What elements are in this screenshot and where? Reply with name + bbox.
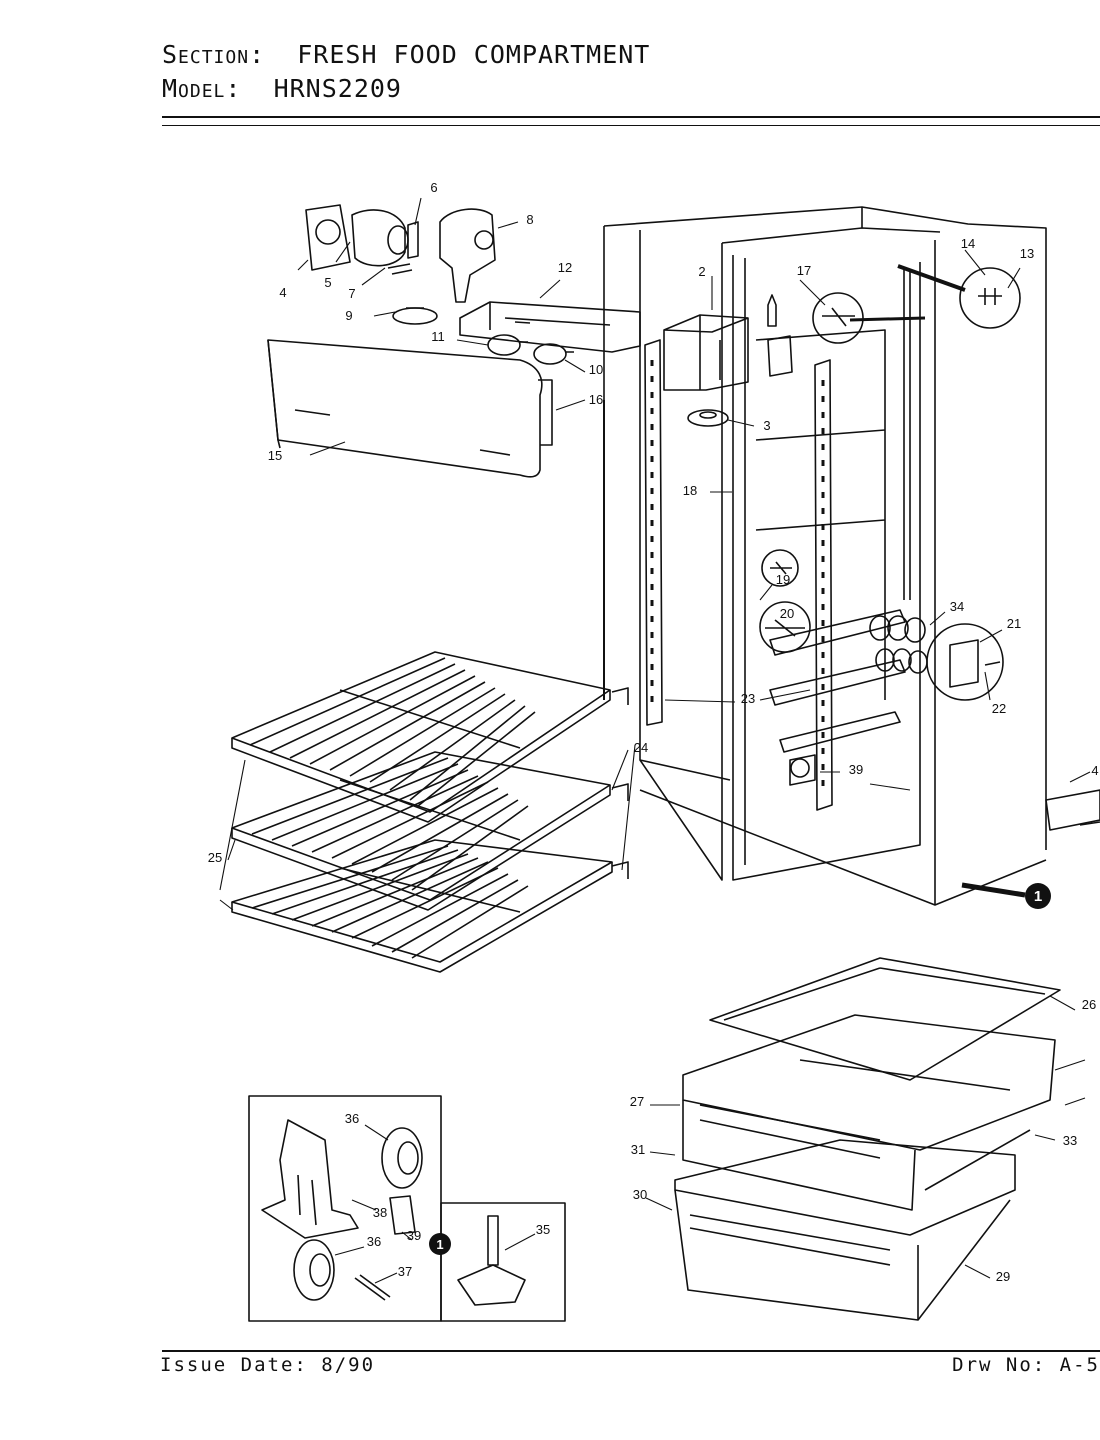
callout-12: 12 (558, 260, 572, 275)
section-heading: Section: FRESH FOOD COMPARTMENT (162, 40, 650, 69)
roller-axle-pin (389, 1195, 416, 1235)
callout-29: 29 (996, 1269, 1010, 1284)
drawer-slide-rail (924, 1129, 1031, 1191)
roller-wheel-upper (381, 1127, 423, 1189)
light-housing (663, 314, 749, 391)
model-key: Model: (162, 74, 242, 103)
callout-39: 39 (849, 762, 863, 777)
marker-1-text: 1 (1034, 888, 1042, 905)
shelf-ladder-right (814, 359, 833, 811)
roller-bracket (261, 1119, 359, 1239)
detail-circle-21 (926, 623, 1004, 701)
section-key: Section: (162, 40, 266, 69)
shelf-brackets (611, 687, 629, 879)
callout-15: 15 (268, 448, 282, 463)
cabinet (603, 206, 1047, 906)
detail-circle-13 (959, 267, 1021, 329)
callout-9: 9 (345, 308, 352, 323)
roller-wheel-lower (293, 1239, 335, 1301)
callout-21: 21 (1007, 616, 1021, 631)
floor-roller (1045, 789, 1100, 831)
callout-17: 17 (797, 263, 811, 278)
callout-5: 5 (324, 275, 331, 290)
callout-3: 3 (763, 418, 770, 433)
floor-roller-edge (1079, 821, 1100, 826)
light-switch (767, 294, 793, 377)
detail-circle-19 (761, 549, 799, 587)
crisper-cover (709, 957, 1061, 1081)
wire-shelf-top (231, 651, 611, 823)
callout-11: 11 (431, 329, 445, 344)
model-heading: Model: HRNS2209 (162, 74, 402, 103)
drawing-number: Drw No: A-5 (952, 1354, 1100, 1376)
marker-1b-text: 1 (436, 1237, 443, 1252)
footer-rule (162, 1350, 1100, 1352)
callout-6: 6 (430, 180, 437, 195)
wire-shelf-middle (231, 751, 611, 911)
callout-20: 20 (780, 606, 794, 621)
callout-38: 38 (373, 1205, 387, 1220)
wire-shelf-bottom (231, 839, 613, 973)
leader-lines (219, 197, 1091, 1284)
detail-inset-box-leveler (440, 1202, 566, 1322)
callout-22: 22 (992, 701, 1006, 716)
callout-8: 8 (526, 212, 533, 227)
detail-circle-20 (759, 601, 811, 653)
callout-37: 37 (398, 1264, 412, 1279)
callout-2: 2 (698, 264, 705, 279)
detail-circle-17 (812, 292, 864, 344)
callout-7: 7 (348, 286, 355, 301)
header-rule (162, 116, 1100, 118)
model-value: HRNS2209 (273, 74, 402, 103)
marker-circle-1b (429, 1233, 451, 1255)
marker-circle-1 (1025, 883, 1051, 909)
callout-4: 4 (279, 285, 286, 300)
callout-18: 18 (683, 483, 697, 498)
callout-30: 30 (633, 1187, 647, 1202)
shelf-support-brackets (769, 609, 928, 786)
header-rule-thin (162, 125, 1100, 126)
callout-36: 36 (367, 1234, 381, 1249)
callout-19: 19 (776, 572, 790, 587)
callout-39: 39 (407, 1228, 421, 1243)
callout-35: 35 (536, 1222, 550, 1237)
callout-14: 14 (961, 236, 975, 251)
callout-31: 31 (631, 1142, 645, 1157)
control-knob (687, 409, 729, 427)
callout-23: 23 (741, 691, 755, 706)
lamp-socket-assembly (305, 204, 496, 325)
callout-27: 27 (630, 1094, 644, 1109)
marker-leader (961, 882, 1026, 898)
issue-date: Issue Date: 8/90 (160, 1354, 376, 1376)
callout-25: 25 (208, 850, 222, 865)
callout-34: 34 (950, 599, 964, 614)
callout-10: 10 (589, 362, 603, 377)
callout-26: 26 (1082, 997, 1096, 1012)
crisper-drawer-upper (682, 1014, 1056, 1211)
light-shield-bracket (459, 301, 641, 353)
light-shield (267, 339, 553, 478)
roller-pin (354, 1274, 391, 1301)
callout-13: 13 (1020, 246, 1034, 261)
shelf-ladder-left (644, 339, 663, 726)
section-value: FRESH FOOD COMPARTMENT (297, 40, 651, 69)
crisper-drawer-lower (674, 1139, 1016, 1321)
callout-16: 16 (589, 392, 603, 407)
callout-33: 33 (1063, 1133, 1077, 1148)
callout-24: 24 (634, 740, 648, 755)
callout-36: 36 (345, 1111, 359, 1126)
leveling-leg (457, 1215, 526, 1306)
callout-4: 4 (1091, 763, 1098, 778)
